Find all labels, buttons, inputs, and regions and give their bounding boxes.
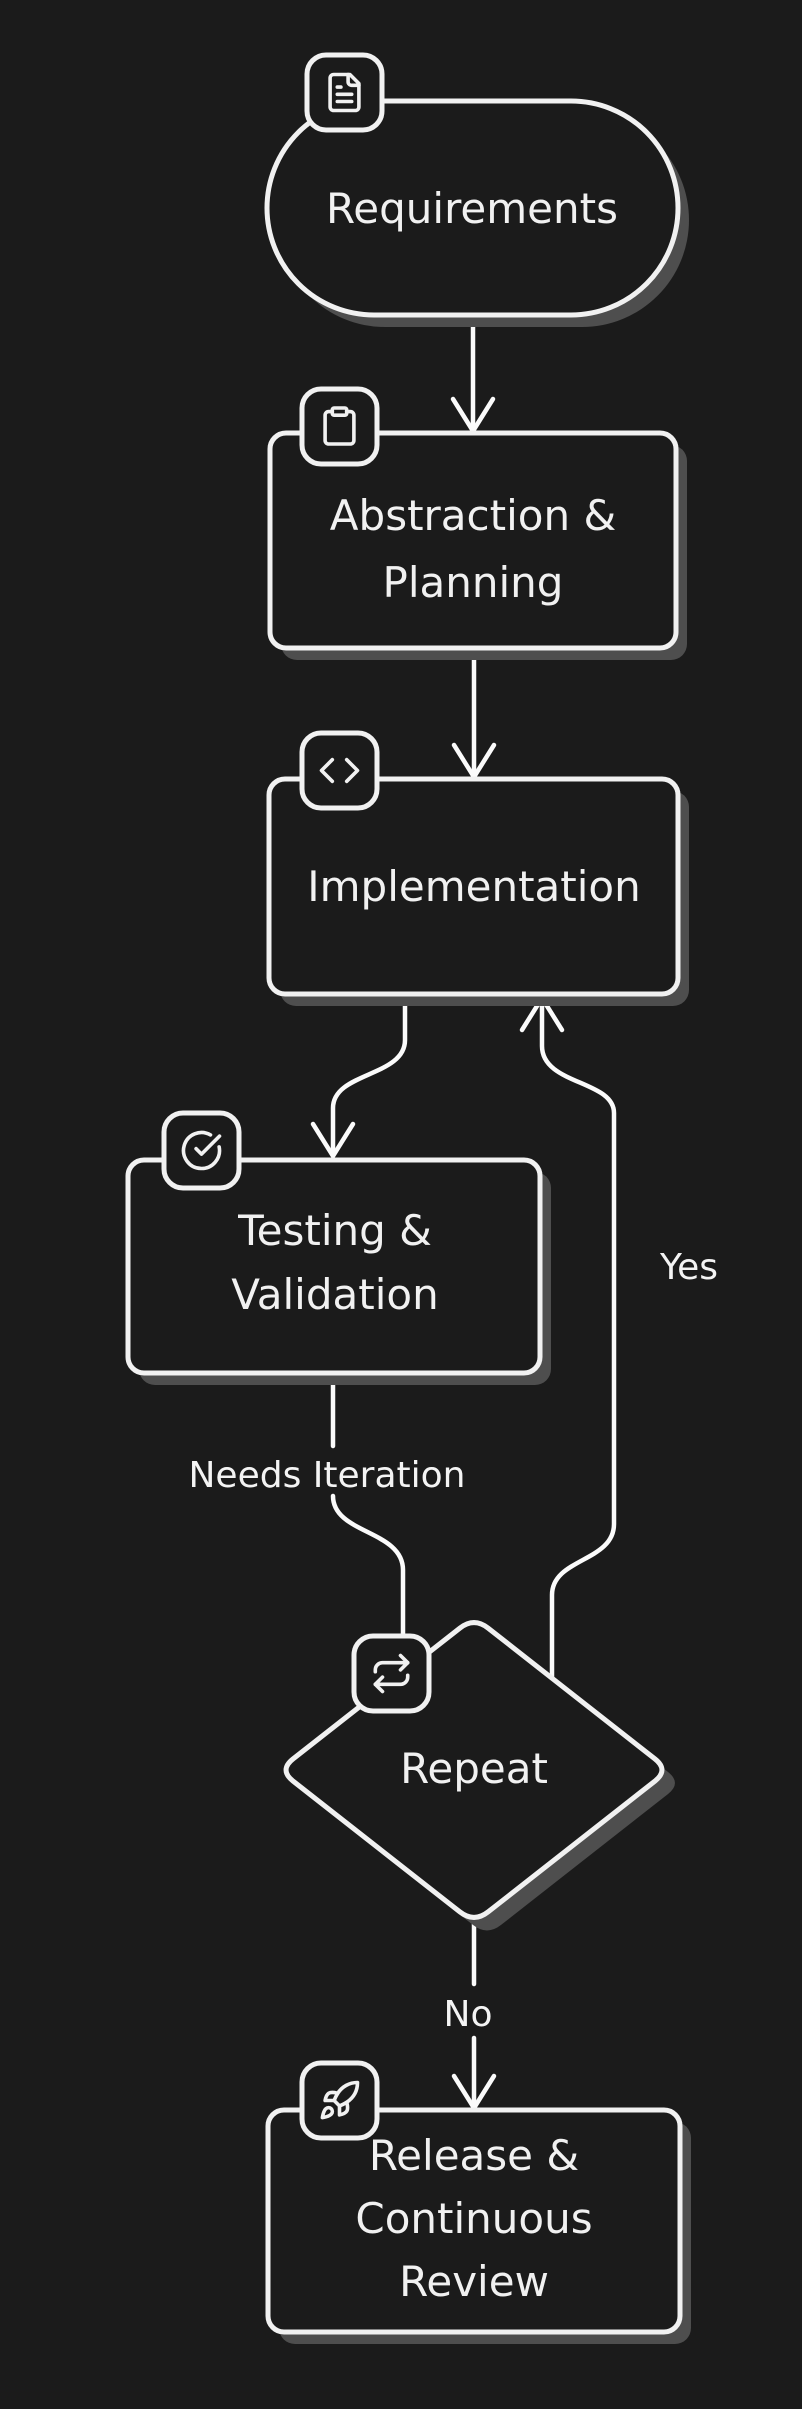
node-label: Requirements xyxy=(326,184,618,233)
code-icon xyxy=(319,757,360,784)
clipboard-icon xyxy=(323,406,356,446)
rectangle-shape xyxy=(266,776,681,997)
rocket-icon xyxy=(320,2080,360,2120)
stadium-shape xyxy=(264,98,681,318)
icon-badge xyxy=(299,2060,380,2141)
node-label-line2: Validation xyxy=(231,1270,438,1319)
node-repeat: Repeat xyxy=(283,1620,675,1931)
node-label-line1: Abstraction & xyxy=(330,491,616,540)
icon-badge xyxy=(161,1110,242,1191)
edge-labels: Needs Iteration Yes No xyxy=(189,1247,719,2035)
icon-badge xyxy=(351,1633,432,1714)
edge-testing-repeat xyxy=(330,1370,406,1641)
edge-repeat-implementation xyxy=(539,999,617,1681)
node-testing-validation: Testing & Validation xyxy=(125,1110,551,1385)
file-text-icon xyxy=(328,72,361,113)
rectangle-shape xyxy=(265,2107,683,2335)
node-requirements: Requirements xyxy=(264,52,689,327)
rectangle-shape xyxy=(125,1157,543,1376)
icon-badge xyxy=(299,730,380,811)
node-label: Repeat xyxy=(400,1744,548,1793)
node-label-line1: Release & xyxy=(369,2131,579,2180)
repeat-icon xyxy=(373,1653,410,1694)
node-label-line3: Review xyxy=(399,2257,549,2306)
icon-badge xyxy=(299,386,380,467)
edge-label-needs-iteration: Needs Iteration xyxy=(189,1455,466,1496)
arrowhead-down-icon xyxy=(310,1121,356,1159)
check-circle-icon xyxy=(181,1130,222,1171)
node-label-line2: Planning xyxy=(383,558,564,607)
edge-implementation-testing xyxy=(330,991,408,1155)
node-abstraction-planning: Abstraction & Planning xyxy=(267,386,687,660)
edge-label-no: No xyxy=(444,1994,493,2035)
node-release-continuous-review: Release & Continuous Review xyxy=(265,2060,691,2344)
node-label-line2: Continuous xyxy=(355,2194,592,2243)
node-label-line1: Testing & xyxy=(237,1206,432,1255)
icon-badge xyxy=(304,52,385,133)
edge-label-yes: Yes xyxy=(659,1247,718,1288)
node-implementation: Implementation xyxy=(266,730,689,1006)
node-label: Implementation xyxy=(307,862,641,911)
rectangle-shape xyxy=(267,430,679,651)
